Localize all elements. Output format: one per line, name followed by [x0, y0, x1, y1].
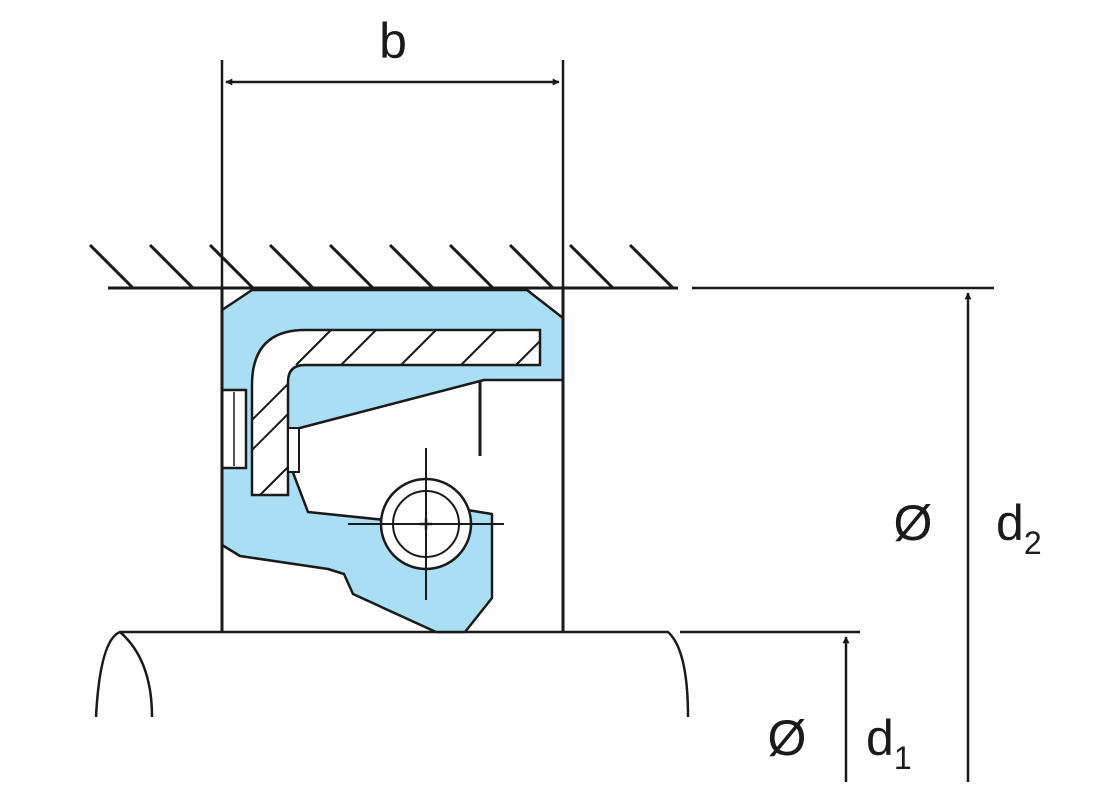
inner-diameter-sub: 1	[894, 740, 912, 776]
inner-diameter-symbol: Ø	[768, 710, 807, 766]
metal-insert-hatching	[251, 329, 541, 496]
inner-diameter-dimension	[680, 630, 860, 782]
shaft	[94, 630, 690, 718]
outer-diameter-base: d	[996, 495, 1024, 551]
outer-diameter-dimension	[692, 286, 994, 782]
housing-bore	[88, 243, 678, 290]
outer-diameter-sub: 2	[1024, 525, 1042, 561]
width-dimension	[220, 60, 565, 298]
inner-diameter-base: d	[866, 710, 894, 766]
inner-diameter-label: d1	[866, 710, 912, 776]
metal-insert	[250, 328, 542, 497]
outer-diameter-symbol: Ø	[894, 495, 933, 551]
inner-notch	[287, 427, 300, 473]
shaft-break-line	[119, 631, 154, 718]
width-label: b	[379, 13, 407, 69]
seal	[220, 288, 565, 634]
outer-diameter-label: d2	[996, 495, 1042, 561]
garter-spring	[348, 448, 504, 600]
metal-insert-outline	[250, 328, 542, 497]
shaft-outline	[94, 630, 690, 718]
